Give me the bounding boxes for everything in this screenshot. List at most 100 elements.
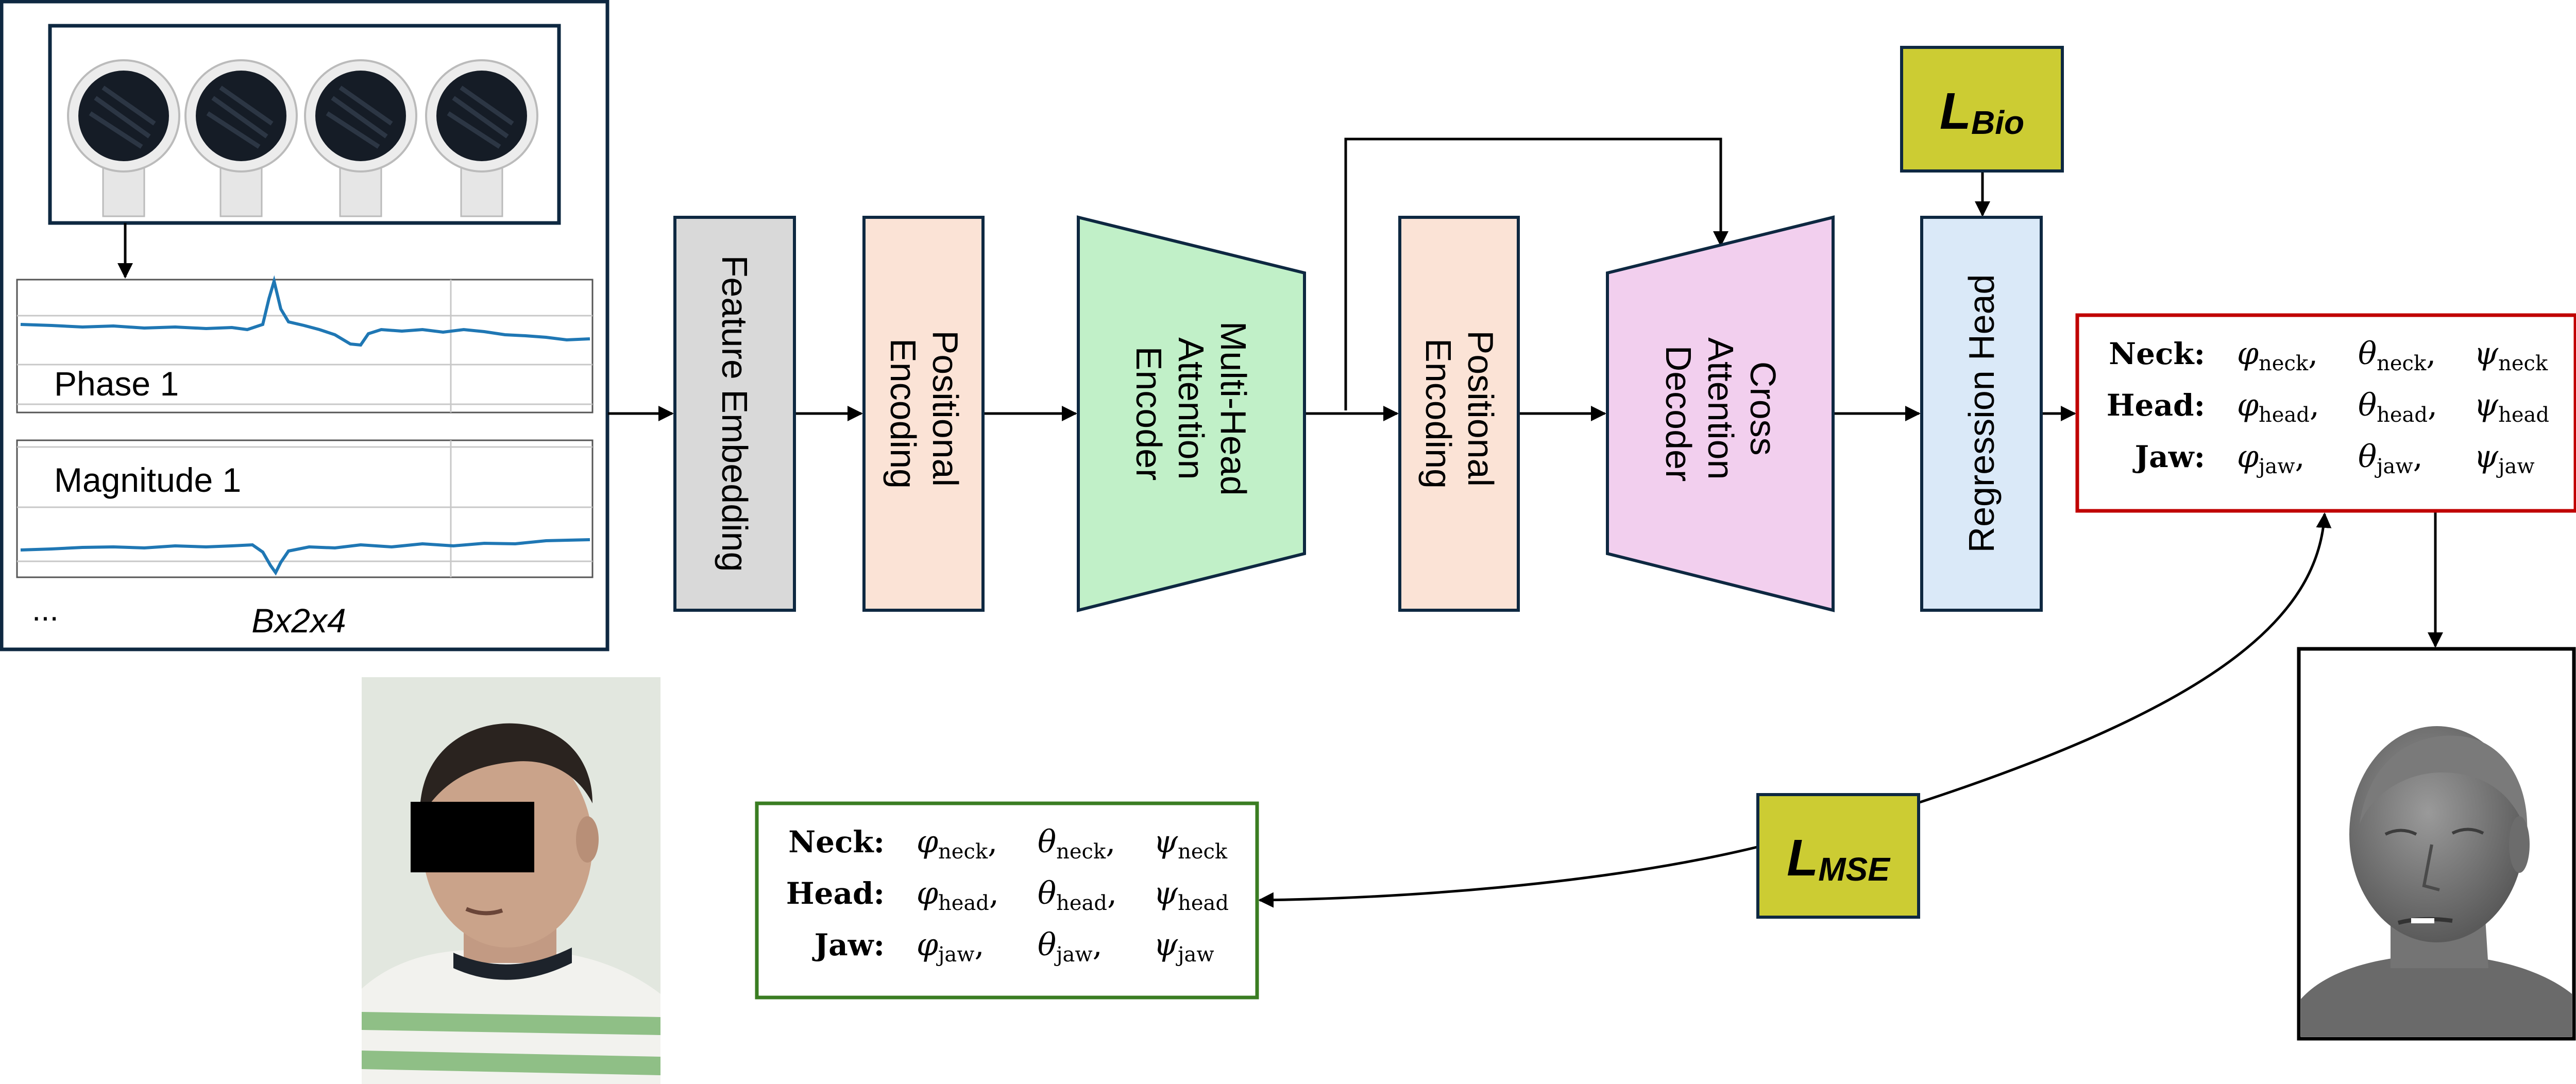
pose-term-symbol: φ [2237,439,2259,475]
loss-bio-box: LBio [1900,46,2064,173]
encoder-block: Multi-Head Attention Encoder [1077,215,1306,612]
positional-encoding-2-line2: Encoding [1418,338,1459,489]
pose-row-label: Neck: [788,824,885,859]
positional-encoding-1-label: Positional Encoding [883,331,965,497]
pose-term: θneck, [2358,336,2436,375]
pose-term-symbol: φ [917,927,938,963]
pose-term-subscript: head [2259,403,2310,427]
pose-row-label: Jaw: [812,927,885,962]
pose-term: θneck, [1038,824,1115,864]
positional-encoding-block-2: Positional Encoding [1398,216,1520,612]
pose-row-label: Head: [786,876,885,911]
feature-embedding-label: Feature Embedding [715,255,755,572]
pose-term-symbol: ψ [1154,875,1178,911]
pose-term: φneck, [2237,336,2318,375]
sensor-2 [184,59,298,217]
regression-head-block: Regression Head [1920,216,2043,612]
pose-term-symbol: θ [1038,824,1056,860]
decoder-line1: Cross [1743,362,1783,456]
pose-term-symbol: ψ [1154,927,1178,963]
encoder-line1: Multi-Head [1213,321,1253,495]
shape-label: Bx2x4 [251,601,346,640]
rendered-head-image [2297,647,2576,1041]
pose-term-symbol: θ [2358,387,2377,423]
phase-signal [20,275,590,347]
positional-encoding-2-line1: Positional [1461,331,1501,487]
pose-term-subscript: neck [2377,352,2427,375]
positional-encoding-1-line2: Encoding [883,338,923,489]
predicted-pose-table: Neck:φneck,θneck,ψneckHead:φhead,θhead,ψ… [2107,336,2549,478]
decoder-label: Cross Attention Decoder [1658,337,1783,490]
loss-bio-sub: Bio [1971,104,2024,141]
pose-row-label: Neck: [2109,336,2205,371]
pose-term: φneck, [917,824,997,864]
loss-mse-main: L [1787,829,1818,887]
pose-term-subscript: neck [2259,352,2309,375]
pose-term: θhead, [1038,875,1117,915]
phase-plot: Phase 1 [16,275,594,414]
loss-bio-main: L [1940,82,1971,140]
pose-term: ψneck [1154,824,1228,864]
ground-truth-pose-box: Neck:φneck,θneck,ψneckHead:φhead,θhead,ψ… [755,801,1259,1000]
pose-row-label: Jaw: [2132,439,2205,474]
pose-term: ψjaw [1154,927,1214,967]
pose-term-symbol: ψ [2474,336,2499,372]
loss-mse-sub: MSE [1818,851,1891,888]
pose-term-symbol: ψ [1154,824,1178,860]
pipeline-arrows [608,137,2443,908]
ground-truth-pose-table: Neck:φneck,θneck,ψneckHead:φhead,θhead,ψ… [786,824,1229,967]
predicted-pose-box: Neck:φneck,θneck,ψneckHead:φhead,θhead,ψ… [2075,313,2576,513]
loss-bio-label: LBio [1940,82,2024,141]
pose-term-subscript: jaw [1054,943,1093,967]
magnitude-plot: Magnitude 1 [16,439,594,578]
sensor-photo [48,24,561,225]
pose-term-subscript: jaw [2496,455,2535,478]
feature-embedding-block: Feature Embedding [673,216,796,612]
regression-head-label: Regression Head [1961,274,2002,553]
pose-term-subscript: jaw [2375,455,2413,478]
decoder-line3: Decoder [1658,346,1699,482]
pose-term: θjaw, [1038,927,1103,967]
positional-encoding-2-label: Positional Encoding [1418,331,1501,497]
person-photo [362,677,660,1084]
pose-term: φjaw, [917,927,985,967]
pose-term-subscript: neck [1178,840,1228,864]
pose-term-subscript: jaw [936,943,975,967]
pose-row-label: Head: [2107,388,2205,423]
pose-term-subscript: head [2498,403,2549,427]
decoder-line2: Attention [1701,337,1741,479]
pose-term-symbol: θ [1038,875,1056,911]
pose-term: ψhead [1154,875,1229,915]
pose-term: ψhead [2474,387,2549,427]
mse-to-groundtruth-arrow [1258,846,1757,908]
pose-term: θhead, [2358,387,2437,427]
pose-term-symbol: ψ [2474,439,2499,475]
pose-term-subscript: head [2377,403,2428,427]
pose-term: φhead, [2237,387,2319,427]
encoder-line3: Encoder [1129,347,1169,481]
encoder-line2: Attention [1171,337,1211,479]
sensor-1 [67,59,180,217]
pose-term-symbol: θ [1038,927,1056,963]
magnitude-label: Magnitude 1 [54,461,241,499]
pose-term-symbol: φ [917,875,938,911]
sensor-3 [304,59,417,217]
pose-term-subscript: head [938,891,989,915]
magnitude-signal [20,538,590,576]
skip-connection-arrow [1344,137,1728,410]
input-panel: Phase 1 Magnitude 1 ... Bx2x4 [0,0,609,651]
loss-mse-label: LMSE [1787,829,1891,888]
pose-term-symbol: φ [2237,336,2259,372]
pose-term: ψjaw [2474,439,2535,478]
pose-term-subscript: jaw [1176,943,1214,967]
pose-term-subscript: neck [938,840,988,864]
pose-term-symbol: ψ [2474,387,2499,423]
pose-term: ψneck [2474,336,2548,375]
pose-term: φjaw, [2237,439,2305,478]
pose-term-subscript: neck [2498,352,2548,375]
mse-to-prediction-arrow [1916,512,2332,805]
sensor-4 [425,59,538,217]
pose-term-symbol: θ [2358,336,2377,372]
positional-encoding-block-1: Positional Encoding [862,216,985,612]
